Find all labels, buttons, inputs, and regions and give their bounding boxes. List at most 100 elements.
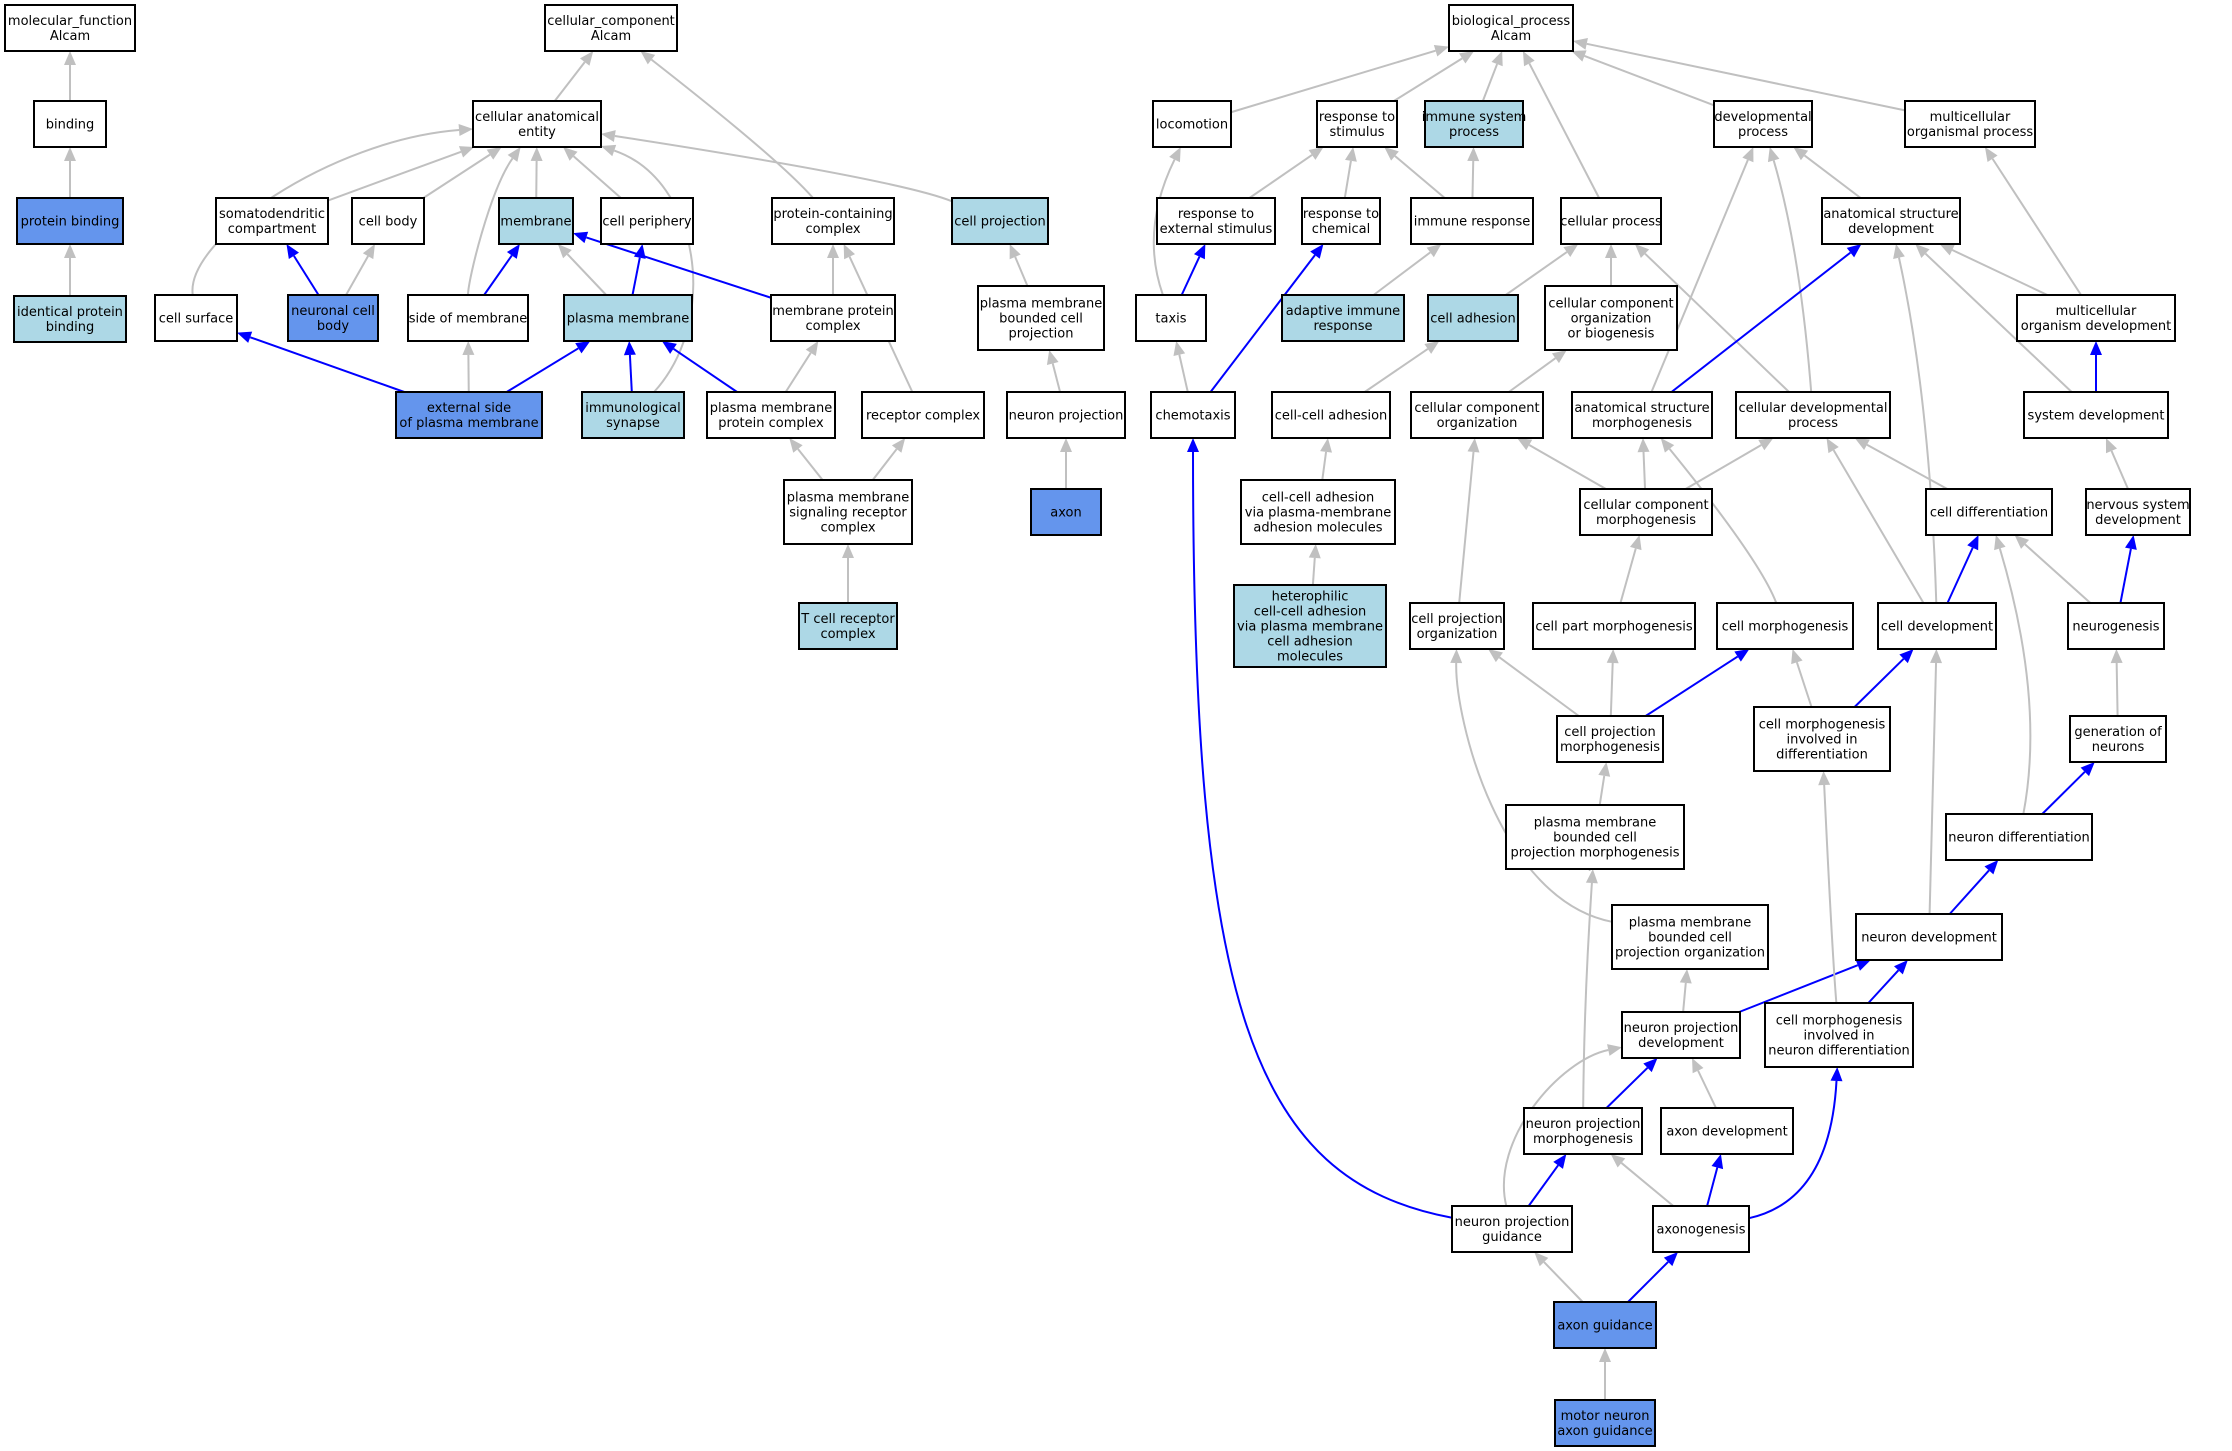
go-node-cellmorph[interactable]: cell morphogenesis	[1716, 602, 1854, 650]
node-box	[1523, 1107, 1643, 1155]
node-box	[544, 4, 678, 52]
arrowhead	[1488, 649, 1503, 663]
go-node-axonogenesis[interactable]: axonogenesis	[1652, 1205, 1750, 1253]
node-box	[498, 197, 574, 245]
go-node-locomotion[interactable]: locomotion	[1152, 100, 1232, 148]
go-node-sysdev[interactable]: system development	[2023, 391, 2169, 439]
edge-pmprotcomplex-to-memprotcomplex	[784, 352, 812, 393]
node-label: T cell receptor	[800, 612, 895, 627]
go-node-sidemem[interactable]: side of membrane	[407, 294, 529, 342]
node-label: neuron development	[1861, 931, 1997, 946]
go-node-chemotaxis[interactable]: chemotaxis	[1150, 391, 1236, 439]
node-label: projection organization	[1615, 946, 1765, 961]
go-node-taxis[interactable]: taxis	[1135, 294, 1207, 342]
go-node-neuronproj[interactable]: neuron projection	[1006, 391, 1126, 439]
go-node-cellproj[interactable]: cell projection	[951, 197, 1049, 245]
edge-axonogenesis-to-npmorph	[1620, 1162, 1674, 1207]
go-node-neurogenesis[interactable]: neurogenesis	[2067, 602, 2165, 650]
go-node-membrane[interactable]: membrane	[498, 197, 574, 245]
node-label: neuron projection	[1526, 1117, 1641, 1132]
go-node-neurondev[interactable]: neuron development	[1855, 913, 2003, 961]
go-node-binding[interactable]: binding	[33, 100, 107, 148]
go-node-cellproc[interactable]: cellular process	[1560, 197, 1662, 245]
go-node-celldev[interactable]: cell development	[1877, 602, 1997, 650]
go-node-neurondiff[interactable]: neuron differentiation	[1945, 813, 2093, 861]
edge-cellmorph-to-asmorph	[1668, 448, 1778, 604]
go-node-cellsurface[interactable]: cell surface	[154, 294, 238, 342]
node-box	[351, 197, 425, 245]
go-node-protbind[interactable]: protein binding	[16, 197, 124, 245]
go-node-immresp[interactable]: immune response	[1410, 197, 1534, 245]
arrowhead	[1663, 1252, 1678, 1267]
go-node-axonguid[interactable]: axon guidance	[1553, 1301, 1657, 1349]
go-node-receptorcomplex[interactable]: receptor complex	[861, 391, 985, 439]
go-node-plasmamem[interactable]: plasma membrane	[563, 294, 693, 342]
arrowhead	[601, 144, 617, 157]
node-label: organism development	[2021, 319, 2171, 334]
edge-celldevproc-to-devproc	[1772, 160, 1813, 393]
node-label: side of membrane	[409, 312, 528, 327]
go-node-cellpartmorph[interactable]: cell part morphogenesis	[1532, 602, 1696, 650]
go-node-celladh[interactable]: cell adhesion	[1427, 294, 1519, 342]
go-node-axondev[interactable]: axon development	[1660, 1107, 1794, 1155]
node-label: cellular component	[1583, 498, 1708, 513]
edge-celldev-to-celldevproc	[1832, 449, 1925, 604]
edge-cellbody-to-cae	[422, 153, 491, 199]
node-label: morphogenesis	[1533, 1132, 1633, 1147]
go-node-ccadh[interactable]: cell-cell adhesion	[1271, 391, 1391, 439]
arrowhead	[2125, 535, 2137, 550]
node-label: cell projection	[1564, 725, 1655, 740]
edge-celldev-to-celldiff	[1946, 547, 1974, 604]
edge-respext-to-respstim	[1248, 154, 1313, 199]
go-node-periphery[interactable]: cell periphery	[600, 197, 694, 245]
arrowhead	[1450, 649, 1463, 664]
go-node-celldiff[interactable]: cell differentiation	[1925, 488, 2053, 536]
go-node-cellbody[interactable]: cell body	[351, 197, 425, 245]
go-node-axon[interactable]: axon	[1030, 488, 1102, 536]
node-label: signaling receptor	[789, 506, 907, 521]
